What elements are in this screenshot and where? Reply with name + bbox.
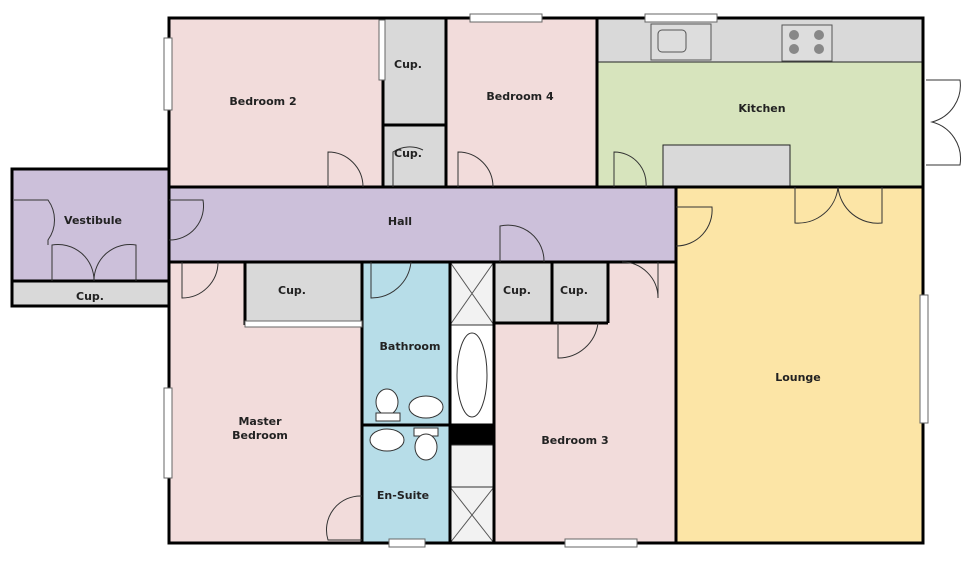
hob-icon [781, 24, 833, 62]
room-label-cupboard: Cup. [560, 284, 588, 297]
basin-icon [408, 395, 444, 419]
basin-icon [369, 428, 405, 452]
room-label-bedroom-2: Bedroom 2 [229, 95, 296, 108]
room-label-vestibule: Vestibule [64, 214, 122, 227]
room-label-cupboard: Cup. [394, 58, 422, 71]
room-bedroom-2[interactable] [169, 18, 383, 187]
room-label-master-bedroom: Bedroom [232, 429, 288, 442]
doors [14, 79, 961, 541]
bath-icon [449, 324, 495, 426]
room-label-kitchen: Kitchen [738, 102, 785, 115]
kitchen-island [662, 144, 791, 188]
toilet-icon [375, 388, 401, 422]
boxed-area [450, 425, 494, 445]
room-hall[interactable] [169, 187, 676, 262]
room-label-cupboard: Cup. [394, 147, 422, 160]
room-label-lounge: Lounge [775, 371, 821, 384]
room-vestibule[interactable] [12, 169, 169, 281]
room-label-bathroom: Bathroom [380, 340, 441, 353]
room-cupboard[interactable] [383, 18, 446, 125]
room-label-hall: Hall [388, 215, 412, 228]
room-label-bedroom-3: Bedroom 3 [541, 434, 608, 447]
room-cupboard[interactable] [552, 262, 608, 323]
room-label-cupboard: Cup. [503, 284, 531, 297]
room-bedroom-4[interactable] [446, 18, 597, 187]
sink-basin [657, 29, 687, 53]
room-label-cupboard: Cup. [278, 284, 306, 297]
room-label-master-bedroom: Master [238, 415, 282, 428]
room-label-cupboard: Cup. [76, 290, 104, 303]
walls [10, 16, 925, 545]
windows [163, 13, 929, 548]
toilet-icon [413, 427, 439, 461]
shower-icon [449, 261, 495, 326]
sink-icon [650, 23, 712, 61]
room-cupboard[interactable] [494, 262, 552, 323]
room-cupboard[interactable] [12, 281, 169, 306]
room-label-bedroom-4: Bedroom 4 [486, 90, 554, 103]
storage [449, 444, 495, 488]
room-lounge[interactable] [676, 187, 923, 543]
shower-icon [449, 486, 495, 544]
room-label-en-suite: En-Suite [377, 489, 429, 502]
kitchen-counter [596, 17, 924, 63]
room-cupboard[interactable] [245, 262, 362, 325]
